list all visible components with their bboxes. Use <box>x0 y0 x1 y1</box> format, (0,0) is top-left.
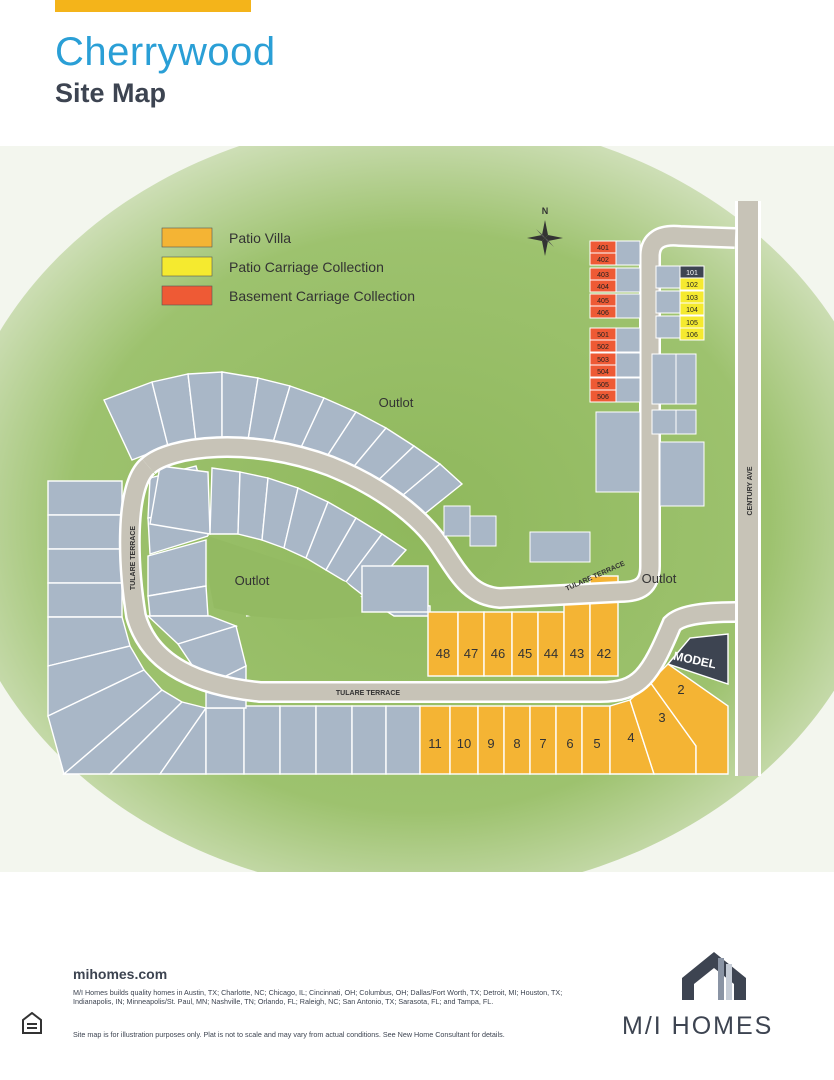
unit-label: 105 <box>686 320 698 327</box>
unit-label: 401 <box>597 245 609 252</box>
lots-inner <box>146 465 431 709</box>
lot-number: 3 <box>658 710 665 725</box>
lot-number: 9 <box>487 736 494 751</box>
outlot-center-area <box>208 536 364 620</box>
compass-label: N <box>542 206 549 216</box>
lot-number: 44 <box>544 646 558 661</box>
unit-label: 501 <box>597 332 609 339</box>
page-title: Cherrywood <box>55 30 276 74</box>
unit-label: 101 <box>686 270 698 277</box>
lots-south <box>205 705 421 775</box>
footer-markets: M/I Homes builds quality homes in Austin… <box>73 988 563 1006</box>
street-label: TULARE TERRACE <box>130 526 137 590</box>
outlot-label: Outlot <box>235 573 270 588</box>
lot-number: 46 <box>491 646 505 661</box>
equal-housing-icon <box>22 1012 42 1034</box>
outlot-label: Outlot <box>379 395 414 410</box>
site-map[interactable]: CENTURY AVE <box>0 146 834 872</box>
road-tulare-south <box>121 459 736 701</box>
footer-url[interactable]: mihomes.com <box>73 966 168 982</box>
lots-patio-villa-north <box>427 575 619 677</box>
model-home <box>666 633 729 685</box>
unit-label: 106 <box>686 332 698 339</box>
lot-number: 5 <box>593 736 600 751</box>
lots-west <box>47 480 208 776</box>
unit-label: 406 <box>597 310 609 317</box>
unit-label: 104 <box>686 307 698 314</box>
lot-number: 48 <box>436 646 450 661</box>
unit-label: 504 <box>597 369 609 376</box>
lot-number: 6 <box>566 736 573 751</box>
legend-item-basement-carriage: Basement Carriage Collection <box>229 288 415 304</box>
lot-number: 42 <box>597 646 611 661</box>
unit-label: 503 <box>597 357 609 364</box>
unit-label: 506 <box>597 394 609 401</box>
street-label: TULARE TERRACE <box>336 690 400 697</box>
lot-number: 10 <box>457 736 471 751</box>
page-subtitle: Site Map <box>55 78 167 108</box>
lot-number: 45 <box>518 646 532 661</box>
legend-item-patio-carriage: Patio Carriage Collection <box>229 259 384 275</box>
unit-label: 405 <box>597 298 609 305</box>
unit-label: 505 <box>597 382 609 389</box>
carriage-blocks <box>443 240 705 563</box>
lot-number: 7 <box>539 736 546 751</box>
lot-number: 43 <box>570 646 584 661</box>
lot-number: 11 <box>428 736 442 751</box>
legend: Patio Villa Patio Carriage Collection Ba… <box>161 227 415 306</box>
unit-label: 102 <box>686 282 698 289</box>
lot-number: 8 <box>513 736 520 751</box>
unit-label: 402 <box>597 257 609 264</box>
lot-number: 4 <box>627 730 634 745</box>
street-century: CENTURY AVE <box>747 466 754 515</box>
footer-disclaimer: Site map is for illustration purposes on… <box>73 1030 505 1039</box>
compass-icon <box>527 220 563 256</box>
logo-wordmark: M/I HOMES <box>622 1012 774 1040</box>
unit-label: 502 <box>597 344 609 351</box>
lots-patio-villa-south <box>419 663 729 775</box>
legend-item-patio-villa: Patio Villa <box>229 230 291 246</box>
mi-homes-logo-icon <box>682 952 746 1000</box>
accent-bar <box>55 0 251 12</box>
unit-label: 403 <box>597 272 609 279</box>
outlot-label: Outlot <box>642 571 677 586</box>
road-tulare-north <box>142 227 736 607</box>
unit-label: 103 <box>686 295 698 302</box>
lot-number: 47 <box>464 646 478 661</box>
unit-label: 404 <box>597 284 609 291</box>
lot-number: 2 <box>677 682 684 697</box>
